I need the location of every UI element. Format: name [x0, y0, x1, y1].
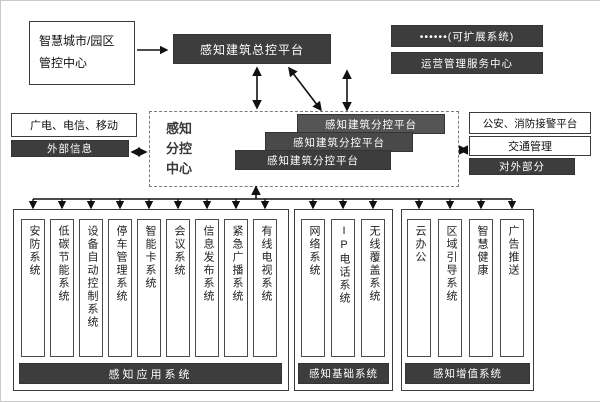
app-column-cabletv: 有线电视系统 [253, 219, 277, 357]
ops-service-center-box: 运营管理服务中心 [391, 52, 543, 74]
sub-platform-box-back: 感知建筑分控平台 [297, 114, 445, 134]
app-column-conference: 会议系统 [166, 219, 190, 357]
external-part-box: 对外部分 [469, 158, 575, 175]
basic-column-wireless: 无线覆盖系统 [361, 219, 385, 357]
app-column-parking: 停车管理系统 [108, 219, 132, 357]
app-column-lowcarbon: 低碳节能系统 [50, 219, 74, 357]
app-column-smartcard: 智能卡系统 [137, 219, 161, 357]
master-platform-box: 感知建筑总控平台 [173, 34, 331, 64]
subcontrol-center-label: 感知分控中心 [165, 121, 192, 177]
sub-platform-box-front: 感知建筑分控平台 [235, 150, 391, 170]
alarm-platform-box: 公安、消防接警平台 [469, 112, 591, 134]
value-column-cloudoffice: 云办公 [407, 219, 431, 357]
value-column-guidance: 区域引导系统 [438, 219, 462, 357]
basic-column-ipphone: IP电话系统 [331, 219, 355, 357]
basic-column-network: 网络系统 [301, 219, 325, 357]
control-center-line2: 管控中心 [39, 55, 88, 70]
app-column-broadcast: 紧急广播系统 [224, 219, 248, 357]
value-column-adpush: 广告推送 [500, 219, 524, 357]
expandable-system-box: ••••••(可扩展系统) [391, 25, 543, 47]
application-group-label: 感知应用系统 [19, 363, 282, 384]
value-column-health: 智慧健康 [469, 219, 493, 357]
traffic-management-box: 交通管理 [469, 136, 591, 156]
basic-group-label: 感知基础系统 [298, 363, 389, 384]
sub-platform-box-middle: 感知建筑分控平台 [265, 132, 413, 152]
control-center-line1: 智慧城市/园区 [39, 34, 115, 48]
control-center-box: 智慧城市/园区 管控中心 [29, 21, 135, 85]
external-info-box: 外部信息 [11, 140, 129, 157]
arrow-platform-subcontrol-2 [288, 66, 322, 112]
telecom-box: 广电、电信、移动 [11, 113, 137, 137]
app-column-security: 安防系统 [21, 219, 45, 357]
app-column-infopublish: 信息发布系统 [195, 219, 219, 357]
app-column-autocontrol: 设备自动控制系统 [79, 219, 103, 357]
valueadded-group-label: 感知增值系统 [405, 363, 530, 384]
